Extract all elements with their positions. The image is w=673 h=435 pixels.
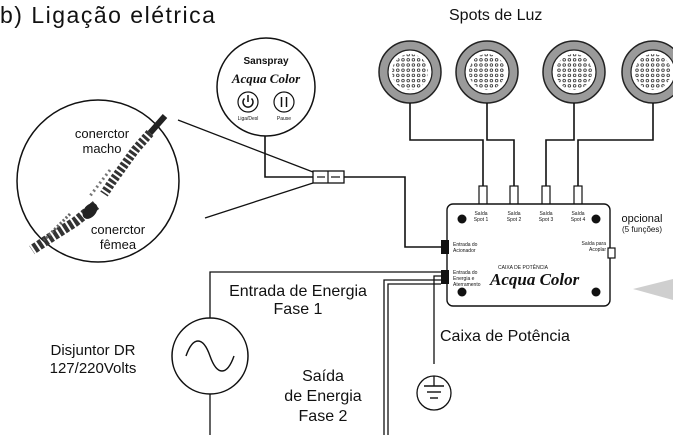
inline-connector <box>312 170 345 184</box>
controller-brand: Sanspray <box>243 56 289 67</box>
spot-light-3 <box>542 40 606 104</box>
breaker-symbol <box>171 317 249 395</box>
optional-label: opcional (5 funções) <box>621 213 663 234</box>
controller-product: Acqua Color <box>231 71 301 86</box>
power-button-label: Liga/Desl <box>237 116 259 122</box>
spot-plugs <box>478 185 583 207</box>
arrow-shape <box>633 279 673 300</box>
connector-zoom-circle <box>16 99 314 263</box>
controller-device <box>216 37 316 137</box>
power-box <box>441 203 616 307</box>
spots-title: Spots de Luz <box>449 7 543 24</box>
page-title: b) Ligação elétrica <box>0 2 217 28</box>
spot-light-4 <box>621 40 673 104</box>
spot-cables <box>409 103 654 188</box>
ground-symbol <box>416 375 452 411</box>
box-caption: CAIXA DE POTÊNCIA <box>498 265 549 271</box>
spot-light-1 <box>378 40 442 104</box>
power-box-title: Caixa de Potência <box>440 328 570 345</box>
pause-button-label: Pause <box>276 116 292 122</box>
box-brand: Acqua Color <box>490 270 580 289</box>
controller-cable <box>264 136 441 248</box>
spot-light-2 <box>455 40 519 104</box>
